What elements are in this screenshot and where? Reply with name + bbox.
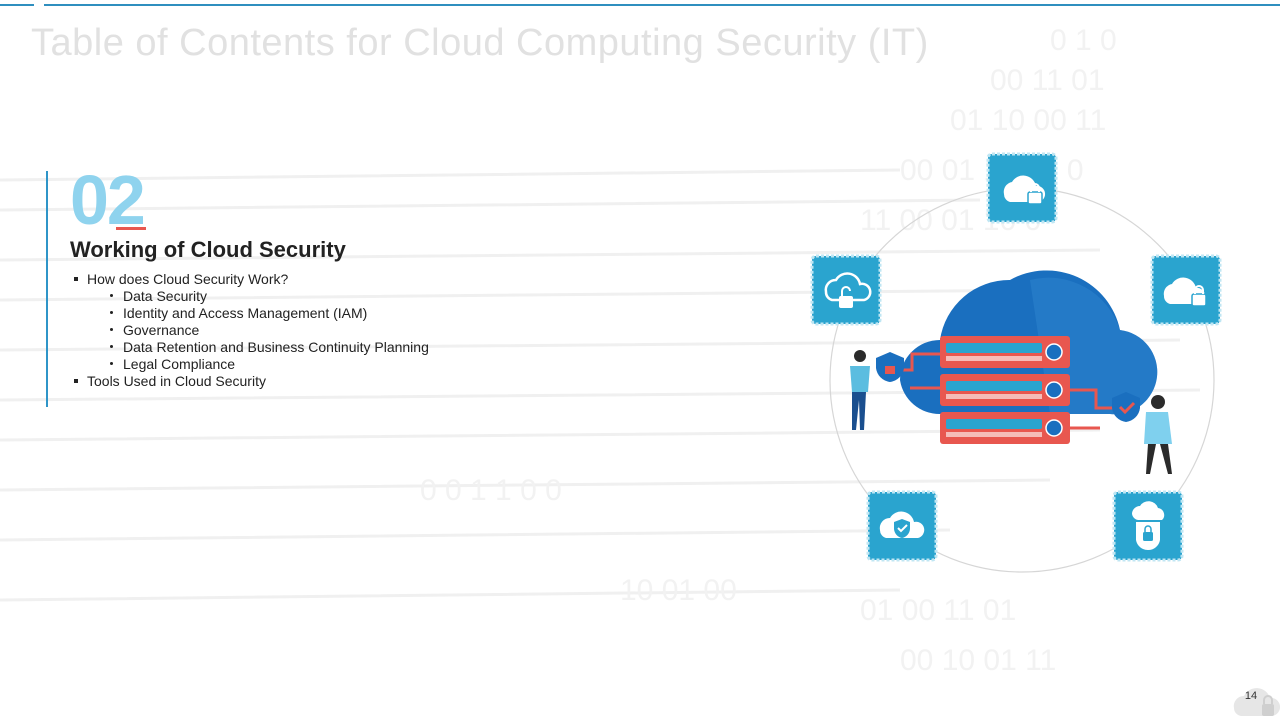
- toc-subitem: Governance: [74, 321, 534, 338]
- top-accent-line: [44, 4, 1280, 6]
- svg-text:00 10 01 11: 00 10 01 11: [900, 644, 1056, 677]
- toc-subitem-label: Data Security: [123, 287, 208, 304]
- dot-bullet-icon: [110, 294, 113, 297]
- toc-subitem-label: Identity and Access Management (IAM): [123, 304, 368, 321]
- toc-subitem: Legal Compliance: [74, 355, 534, 372]
- toc-item-label: How does Cloud Security Work?: [87, 270, 289, 287]
- square-bullet-icon: [74, 378, 78, 383]
- toc-subitem: Identity and Access Management (IAM): [74, 304, 534, 321]
- square-bullet-icon: [74, 276, 78, 281]
- server-rack-icon: [940, 336, 1070, 444]
- cloud-lock-icon: [1233, 688, 1280, 716]
- svg-text:10 01 00: 10 01 00: [620, 574, 737, 607]
- dot-bullet-icon: [110, 362, 113, 365]
- toc-subitem: Data Retention and Business Continuity P…: [74, 338, 534, 355]
- page-number: 14: [1244, 690, 1258, 702]
- svg-text:01 10 00 11: 01 10 00 11: [950, 104, 1106, 137]
- toc-subitem-label: Data Retention and Business Continuity P…: [123, 338, 429, 355]
- svg-text:0 1 0: 0 1 0: [1050, 24, 1117, 57]
- toc-subitem-label: Legal Compliance: [123, 355, 236, 372]
- cloud-unlock-icon[interactable]: [810, 254, 882, 326]
- toc-subitem: Data Security: [74, 287, 534, 304]
- cloud-lock-icon[interactable]: [1150, 254, 1222, 326]
- cloud-security-illustration: [810, 152, 1222, 573]
- toc-subitem-label: Governance: [123, 321, 200, 338]
- svg-text:01 00 11 01: 01 00 11 01: [860, 594, 1016, 627]
- toc-item: Tools Used in Cloud Security: [74, 372, 534, 389]
- svg-text:00 11 01: 00 11 01: [990, 64, 1105, 97]
- svg-text:0 0 1 1 0 0: 0 0 1 1 0 0: [420, 474, 562, 507]
- page-number-badge: 14: [1232, 682, 1280, 720]
- cloud-badge-lock-icon[interactable]: [1112, 490, 1184, 562]
- dot-bullet-icon: [110, 328, 113, 331]
- top-accent-line-short: [0, 4, 34, 6]
- toc-item: How does Cloud Security Work?: [74, 270, 534, 287]
- cloud-lock-icon[interactable]: [986, 152, 1058, 224]
- slide-title: Table of Contents for Cloud Computing Se…: [31, 22, 929, 64]
- shield-lock-icon: [876, 352, 904, 382]
- section-heading: Working of Cloud Security: [70, 237, 346, 262]
- cloud-shield-icon[interactable]: [866, 490, 938, 562]
- dot-bullet-icon: [110, 311, 113, 314]
- section-number-underline: [116, 227, 146, 230]
- person-icon: [850, 350, 870, 430]
- person-icon: [1144, 395, 1172, 474]
- section-number: 02: [70, 161, 146, 239]
- section-accent-bar: [46, 171, 48, 407]
- toc-item-label: Tools Used in Cloud Security: [87, 372, 266, 389]
- dot-bullet-icon: [110, 345, 113, 348]
- toc-list: How does Cloud Security Work? Data Secur…: [74, 270, 534, 389]
- shield-check-icon: [1112, 392, 1140, 422]
